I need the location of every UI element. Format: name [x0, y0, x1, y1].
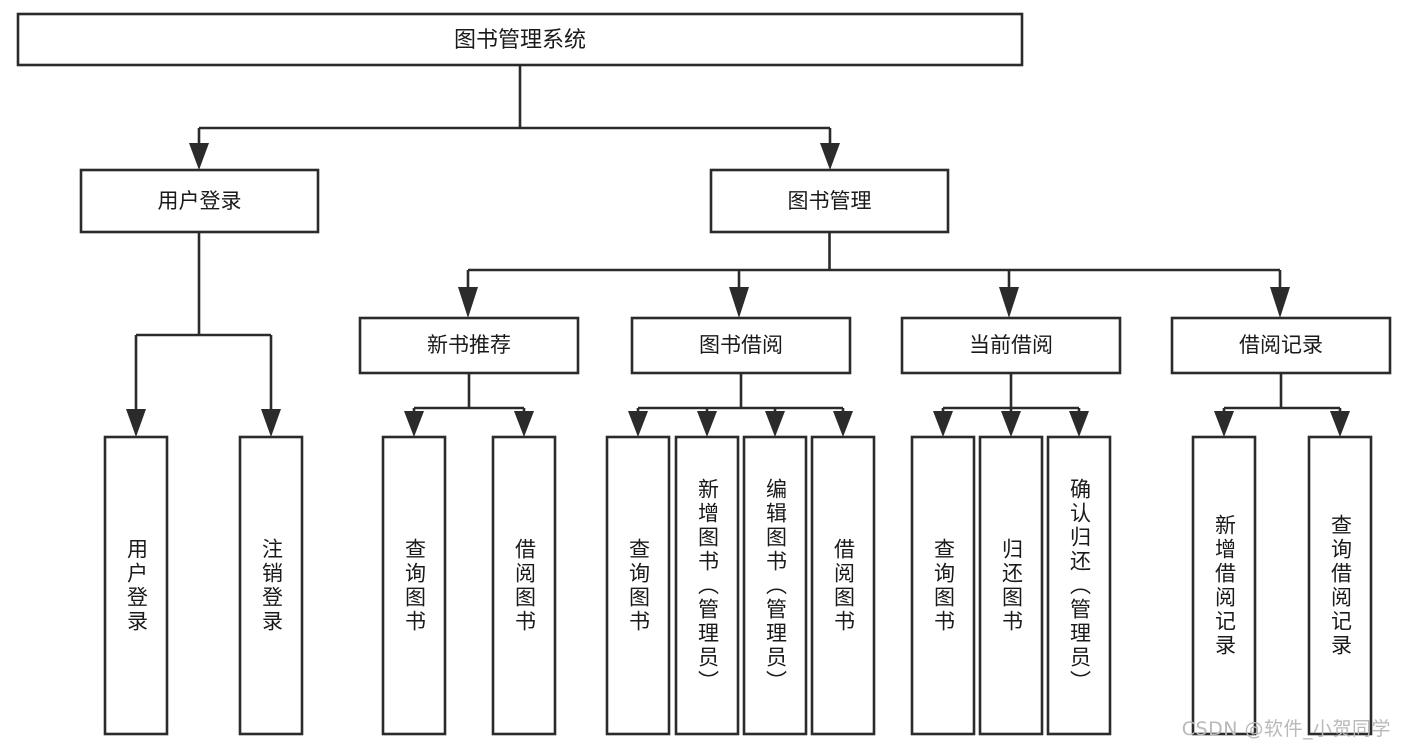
- arrow-down-icon: [1001, 411, 1021, 437]
- node-new-book-recommend[interactable]: 新书推荐: [358, 316, 580, 375]
- node-user-login-box[interactable]: [79, 168, 320, 234]
- arrow-down-icon: [729, 287, 749, 318]
- arrow-down-icon: [1330, 411, 1350, 437]
- leaf-box-add-book[interactable]: [674, 435, 740, 736]
- leaf-box-query-book-1[interactable]: [381, 435, 447, 736]
- arrow-down-icon: [126, 409, 146, 437]
- arrow-down-icon: [697, 411, 717, 437]
- leaf-box-query-book-2[interactable]: [605, 435, 671, 736]
- arrow-down-icon: [514, 411, 534, 437]
- arrow-down-icon: [628, 411, 648, 437]
- arrow-down-icon: [189, 143, 209, 170]
- arrow-down-icon: [765, 411, 785, 437]
- connector-current-borrow-to-leaves: [933, 373, 1089, 437]
- node-book-manage-label: 图书管理: [788, 189, 872, 213]
- connector-book-manage-to-level3: [458, 232, 1290, 318]
- node-new-book-recommend-label: 新书推荐: [427, 333, 511, 357]
- arrow-down-icon: [261, 409, 281, 437]
- node-borrow-record[interactable]: 借阅记录: [1170, 316, 1392, 375]
- connector-borrow-record-to-leaves: [1214, 373, 1350, 437]
- node-new-book-recommend-box[interactable]: [358, 316, 580, 375]
- leaf-box-borrow-book-1[interactable]: [491, 435, 557, 736]
- leaf-box-user-login[interactable]: [103, 435, 169, 736]
- connector-book-borrow-to-leaves: [628, 373, 853, 437]
- leaf-box-confirm-return[interactable]: [1046, 435, 1112, 736]
- connector-new-book-recommend-to-leaves: [404, 373, 534, 437]
- arrow-down-icon: [1214, 411, 1234, 437]
- csdn-watermark: CSDN @软件_小贺同学: [1181, 718, 1391, 740]
- leaf-box-borrow-book-2[interactable]: [810, 435, 876, 736]
- arrow-down-icon: [1069, 411, 1089, 437]
- node-root[interactable]: 图书管理系统: [16, 12, 1024, 67]
- leaf-box-query-record[interactable]: [1307, 435, 1373, 736]
- arrow-down-icon: [1270, 287, 1290, 318]
- node-current-borrow[interactable]: 当前借阅: [900, 316, 1122, 375]
- leaf-box-user-logout[interactable]: [238, 435, 304, 736]
- node-current-borrow-box[interactable]: [900, 316, 1122, 375]
- leaf-box-add-record[interactable]: [1191, 435, 1257, 736]
- node-book-manage[interactable]: 图书管理: [709, 168, 950, 234]
- node-root-label: 图书管理系统: [454, 28, 586, 53]
- node-book-borrow-label: 图书借阅: [699, 333, 783, 357]
- arrow-down-icon: [999, 287, 1019, 318]
- arrow-down-icon: [458, 287, 478, 318]
- connector-user-login-to-leaves: [126, 232, 281, 437]
- arrow-down-icon: [404, 411, 424, 437]
- leaf-box-edit-book[interactable]: [742, 435, 808, 736]
- node-user-login-label: 用户登录: [158, 189, 242, 213]
- arrow-down-icon: [933, 411, 953, 437]
- leaf-box-return-book[interactable]: [978, 435, 1044, 736]
- node-current-borrow-label: 当前借阅: [969, 333, 1053, 357]
- leaf-box-query-book-3[interactable]: [910, 435, 976, 736]
- node-borrow-record-label: 借阅记录: [1239, 333, 1323, 357]
- node-root-box[interactable]: [16, 12, 1024, 67]
- arrow-down-icon: [820, 143, 840, 170]
- connector-root-to-level2: [189, 65, 840, 170]
- node-user-login[interactable]: 用户登录: [79, 168, 320, 234]
- arrow-down-icon: [833, 411, 853, 437]
- node-book-borrow[interactable]: 图书借阅: [630, 316, 852, 375]
